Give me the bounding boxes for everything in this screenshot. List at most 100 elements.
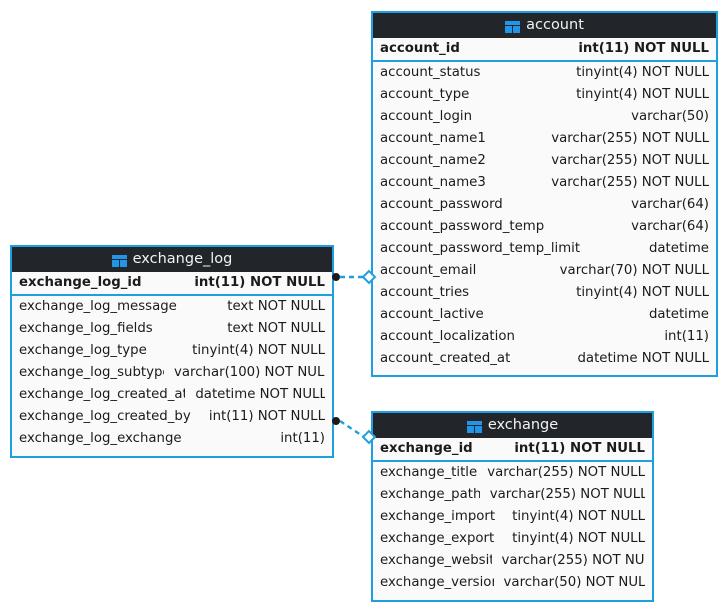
- column-name: exchange_log_fields: [19, 321, 153, 336]
- column-row[interactable]: account_name3 varchar(255) NOT NULL: [373, 172, 716, 194]
- column-type: varchar(255) NOT NULL: [551, 131, 709, 146]
- column-name: exchange_log_message: [19, 299, 177, 314]
- column-type: tinyint(4) NOT NULL: [576, 87, 709, 102]
- column-type: text NOT NULL: [227, 299, 325, 314]
- entity-title: account: [526, 17, 584, 33]
- entity-header-inner: exchange_log: [111, 247, 233, 272]
- relationship-rel-exchange-log-account[interactable]: [332, 269, 377, 285]
- relationship-line: [339, 420, 365, 438]
- column-type: tinyint(4) NOT NULL: [576, 65, 709, 80]
- column-name: exchange_title: [380, 465, 478, 480]
- primary-key-row[interactable]: exchange_id int(11) NOT NULL: [373, 438, 652, 462]
- column-row[interactable]: exchange_log_exchange int(11): [12, 428, 332, 450]
- column-row[interactable]: exchange_log_subtype varchar(100) NOT NUL…: [12, 362, 332, 384]
- column-type: int(11) NOT NULL: [514, 441, 645, 456]
- column-type: text NOT NULL: [227, 321, 325, 336]
- table-icon: [466, 420, 482, 433]
- column-row[interactable]: exchange_log_type tinyint(4) NOT NULL: [12, 340, 332, 362]
- column-name: exchange_log_subtype: [19, 365, 165, 380]
- column-row[interactable]: exchange_log_fields text NOT NULL: [12, 318, 332, 340]
- column-name: exchange_id: [380, 441, 473, 456]
- column-name: exchange_version: [380, 575, 494, 590]
- column-name: account_created_at: [380, 351, 511, 366]
- column-name: account_name1: [380, 131, 486, 146]
- column-type: varchar(50) NOT NULL: [503, 575, 645, 590]
- column-name: account_status: [380, 65, 481, 80]
- column-type: datetime: [648, 307, 709, 322]
- column-name: account_name3: [380, 175, 486, 190]
- column-row[interactable]: account_localization int(11): [373, 326, 716, 348]
- column-name: exchange_log_id: [19, 275, 142, 290]
- column-name: exchange_log_created_by: [19, 409, 191, 424]
- column-type: int(11): [280, 431, 325, 446]
- column-row[interactable]: account_lactive datetime: [373, 304, 716, 326]
- column-type: varchar(255) NOT NULL: [501, 553, 645, 568]
- entity-header[interactable]: account: [373, 13, 716, 38]
- column-type: int(11) NOT NULL: [578, 41, 709, 56]
- column-row[interactable]: account_name1 varchar(255) NOT NULL: [373, 128, 716, 150]
- column-type: varchar(50): [631, 109, 709, 124]
- column-type: int(11): [664, 329, 709, 344]
- column-type: tinyint(4) NOT NULL: [512, 531, 645, 546]
- column-row[interactable]: exchange_export tinyint(4) NOT NULL: [373, 528, 652, 550]
- column-name: exchange_log_exchange: [19, 431, 182, 446]
- entity-title: exchange_log: [132, 251, 233, 267]
- column-type: tinyint(4) NOT NULL: [512, 509, 645, 524]
- column-type: varchar(255) NOT NULL: [489, 487, 645, 502]
- column-row[interactable]: exchange_log_created_by int(11) NOT NULL: [12, 406, 332, 428]
- relationship-rel-exchange-log-exchange[interactable]: [332, 417, 377, 445]
- column-type: tinyint(4) NOT NULL: [576, 285, 709, 300]
- column-type: int(11) NOT NULL: [194, 275, 325, 290]
- column-row[interactable]: account_login varchar(50): [373, 106, 716, 128]
- column-row[interactable]: exchange_version varchar(50) NOT NULL: [373, 572, 652, 594]
- column-row[interactable]: account_type tinyint(4) NOT NULL: [373, 84, 716, 106]
- primary-key-row[interactable]: exchange_log_id int(11) NOT NULL: [12, 272, 332, 296]
- column-type: varchar(255) NOT NULL: [551, 175, 709, 190]
- entity-table-exchange_log[interactable]: exchange_log exchange_log_id int(11) NOT N…: [10, 245, 334, 458]
- column-name: exchange_log_created_at: [19, 387, 186, 402]
- table-icon: [505, 20, 521, 33]
- column-name: account_lactive: [380, 307, 484, 322]
- column-type: varchar(255) NOT NULL: [487, 465, 645, 480]
- column-type: datetime: [648, 241, 709, 256]
- column-row[interactable]: account_name2 varchar(255) NOT NULL: [373, 150, 716, 172]
- column-type: varchar(255) NOT NULL: [551, 153, 709, 168]
- column-row[interactable]: exchange_import tinyint(4) NOT NULL: [373, 506, 652, 528]
- entity-header[interactable]: exchange: [373, 413, 652, 438]
- column-name: account_password_temp: [380, 219, 545, 234]
- column-type: int(11) NOT NULL: [208, 409, 325, 424]
- table-icon: [111, 254, 127, 267]
- entity-title: exchange: [487, 417, 559, 433]
- column-type: varchar(100) NOT NULL: [174, 365, 325, 380]
- column-row[interactable]: exchange_log_message text NOT NULL: [12, 296, 332, 318]
- column-type: tinyint(4) NOT NULL: [192, 343, 325, 358]
- column-type: varchar(70) NOT NULL: [559, 263, 709, 278]
- entity-header[interactable]: exchange_log: [12, 247, 332, 272]
- column-row[interactable]: account_status tinyint(4) NOT NULL: [373, 62, 716, 84]
- column-name: exchange_import: [380, 509, 496, 524]
- column-name: exchange_log_type: [19, 343, 147, 358]
- column-name: account_localization: [380, 329, 515, 344]
- column-name: account_name2: [380, 153, 486, 168]
- column-name: account_type: [380, 87, 470, 102]
- column-name: exchange_export: [380, 531, 495, 546]
- entity-header-inner: account: [505, 13, 584, 38]
- column-name: account_password: [380, 197, 503, 212]
- column-name: account_login: [380, 109, 473, 124]
- column-row[interactable]: exchange_title varchar(255) NOT NULL: [373, 462, 652, 484]
